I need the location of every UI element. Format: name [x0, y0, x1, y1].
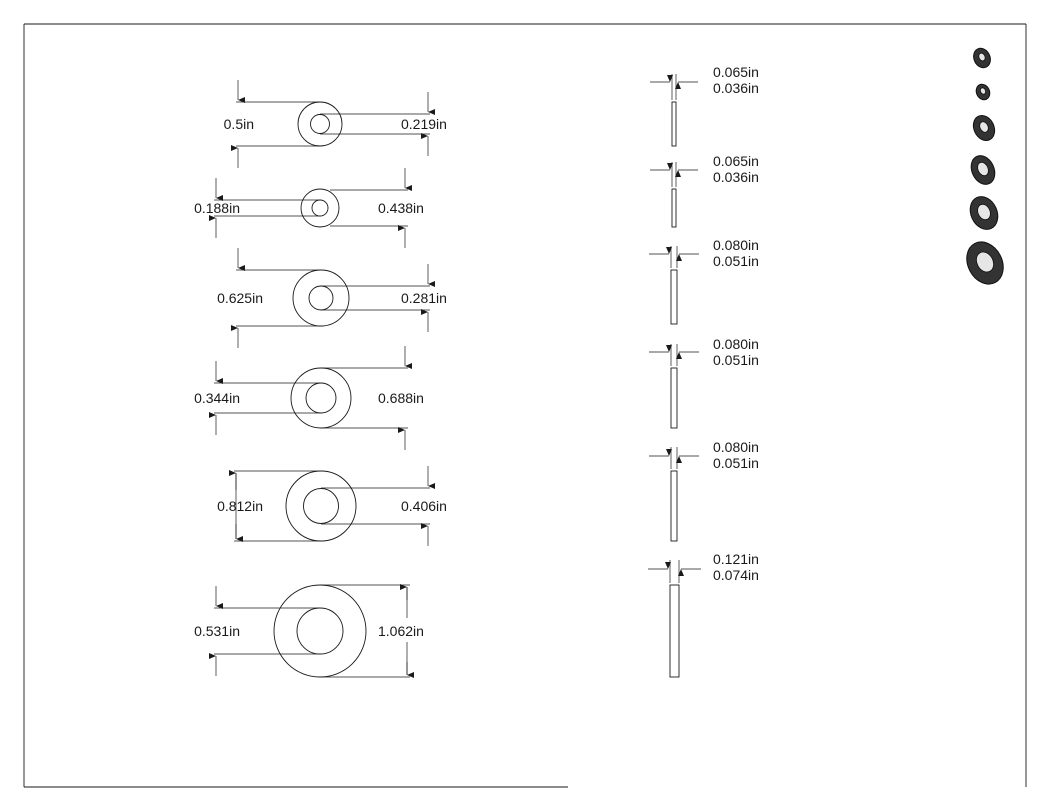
- washer-side-view-6: 0.121in 0.074in: [648, 551, 759, 678]
- thickness-label: 0.080in: [713, 439, 759, 455]
- washer-front-view-3: 0.625in 0.281in: [217, 248, 447, 348]
- diameter-label: 0.188in: [194, 200, 240, 216]
- washer-front-view-6: 0.531in 1.062in: [194, 584, 424, 678]
- washer-front-view-2: 0.188in 0.438in: [194, 168, 424, 248]
- washer-side-view-2: 0.065in 0.036in: [650, 153, 759, 228]
- diameter-label: 0.688in: [378, 390, 424, 406]
- thickness-label: 0.036in: [713, 80, 759, 96]
- thickness-label: 0.074in: [713, 567, 759, 583]
- washer-isometric-1: [973, 47, 991, 69]
- washer-front-view-5: 0.812in 0.406in: [217, 466, 447, 546]
- diameter-label: 0.438in: [378, 200, 424, 216]
- diameter-label: 0.281in: [401, 290, 447, 306]
- washer-side-view-4: 0.080in 0.051in: [649, 336, 759, 429]
- thickness-label: 0.051in: [713, 352, 759, 368]
- washer-isometric-6: [966, 241, 1004, 285]
- washer-front-view-4: 0.344in 0.688in: [194, 346, 424, 450]
- washer-front-view-1: 0.5in 0.219in: [224, 80, 447, 168]
- washer-side-view-3: 0.080in 0.051in: [649, 237, 759, 325]
- washer-isometric-5: [969, 196, 999, 230]
- diameter-label: 0.531in: [194, 623, 240, 639]
- washer-side-view-5: 0.080in 0.051in: [649, 439, 759, 542]
- diameter-label: 0.344in: [194, 390, 240, 406]
- thickness-label: 0.036in: [713, 169, 759, 185]
- thickness-label: 0.065in: [713, 64, 759, 80]
- washer-isometric-4: [970, 155, 996, 185]
- diameter-label: 0.812in: [217, 498, 263, 514]
- washer-isometric-3: [972, 114, 996, 142]
- washer-side-view-1: 0.065in 0.036in: [650, 64, 759, 147]
- thickness-label: 0.051in: [713, 455, 759, 471]
- sheet-border: [23, 23, 1027, 788]
- diameter-label: 0.625in: [217, 290, 263, 306]
- thickness-label: 0.080in: [713, 237, 759, 253]
- thickness-label: 0.121in: [713, 551, 759, 567]
- diameter-label: 0.406in: [401, 498, 447, 514]
- washer-isometric-thumbnails: [966, 47, 1004, 285]
- thickness-label: 0.065in: [713, 153, 759, 169]
- diameter-label: 0.5in: [224, 116, 254, 132]
- thickness-label: 0.051in: [713, 253, 759, 269]
- diameter-label: 1.062in: [378, 623, 424, 639]
- thickness-label: 0.080in: [713, 336, 759, 352]
- washer-isometric-2: [975, 83, 991, 101]
- diameter-label: 0.219in: [401, 116, 447, 132]
